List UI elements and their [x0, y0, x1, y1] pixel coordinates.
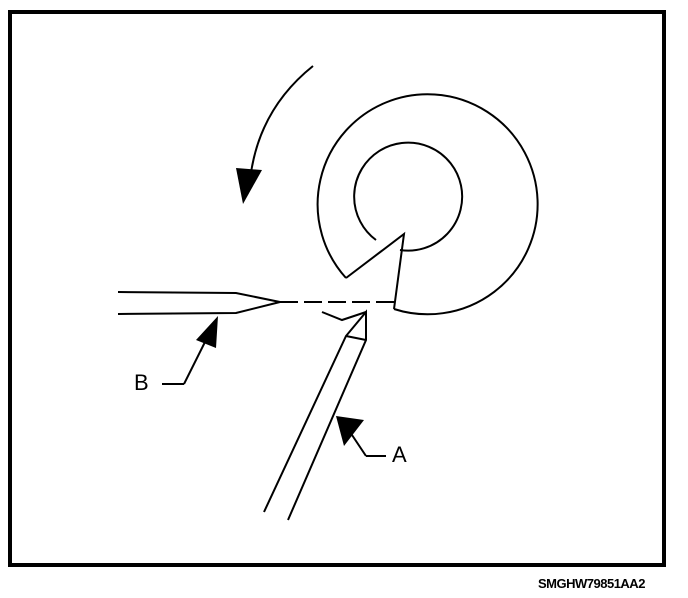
leader-a-arrowhead	[336, 416, 364, 446]
workpiece-bore-circle	[353, 141, 464, 252]
callout-label-b: B	[134, 370, 149, 395]
callout-label-a: A	[392, 442, 407, 467]
tool-a-tip-edge	[321, 311, 367, 322]
workpiece-outer-circle	[316, 93, 539, 316]
tool-a-body	[263, 309, 367, 521]
cut-groove	[345, 231, 406, 310]
figure-id-code: SMGHW79851AA2	[538, 576, 645, 591]
leader-a-shaft	[349, 431, 367, 457]
rotation-arrow-shaft	[249, 65, 314, 181]
tool-b-body	[117, 291, 281, 315]
leader-b-shaft	[183, 339, 207, 385]
diagram-frame	[8, 10, 666, 567]
leader-b-arrowhead	[196, 316, 218, 348]
tool-a-cutting-edge	[345, 335, 367, 341]
rotation-arrow-head	[236, 168, 262, 204]
